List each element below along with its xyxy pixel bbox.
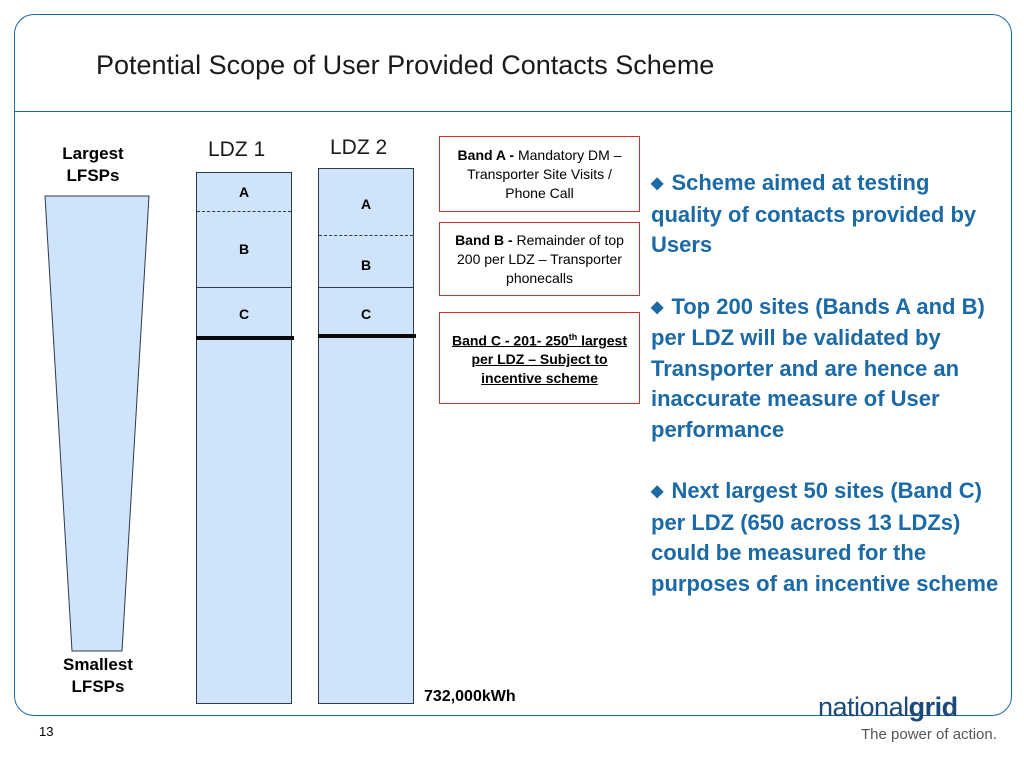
bullet-text: Scheme aimed at testing quality of conta…	[651, 170, 977, 257]
logo-light: national	[818, 692, 909, 722]
diamond-bullet-icon: ◆	[651, 483, 664, 500]
lfsp-funnel	[44, 195, 150, 652]
ldz2-column: A B C	[318, 168, 414, 704]
diamond-bullet-icon: ◆	[651, 298, 664, 316]
band-a-title: Band A -	[457, 146, 515, 163]
threshold-kwh-label: 732,000kWh	[424, 688, 516, 705]
band-b-text: Remainder of top 200 per LDZ – Transport…	[457, 231, 624, 286]
ldz1-band-b: B	[238, 241, 250, 257]
ldz2-divider-bc	[319, 287, 413, 288]
largest-lfsps-label: Largest LFSPs	[62, 144, 124, 185]
bullet-item: ◆ Scheme aimed at testing quality of con…	[651, 168, 1001, 261]
ldz1-band-c: C	[238, 306, 250, 322]
page-number: 13	[39, 724, 54, 739]
ldz2-band-c: C	[360, 306, 372, 322]
band-c-box: Band C - 201- 250th largest per LDZ – Su…	[439, 312, 640, 404]
bullet-text: Next largest 50 sites (Band C) per LDZ (…	[651, 478, 999, 596]
band-a-box: Band A - Mandatory DM – Transporter Site…	[439, 136, 640, 212]
title-divider	[14, 111, 1012, 112]
bullet-list: ◆ Scheme aimed at testing quality of con…	[651, 168, 1001, 630]
logo-tagline: The power of action.	[861, 726, 997, 743]
logo-bold: grid	[908, 692, 959, 722]
national-grid-logo: nationalgrid	[818, 692, 958, 723]
ldz2-band-a: A	[360, 196, 372, 212]
ldz1-column: A B C	[196, 172, 292, 704]
bullet-text: Top 200 sites (Bands A and B) per LDZ wi…	[651, 293, 985, 442]
band-c-title: Band C - 201- 250	[451, 332, 569, 349]
diamond-bullet-icon: ◆	[651, 175, 664, 192]
band-c-title-sup: th	[568, 331, 578, 342]
ldz2-divider-ab	[319, 235, 413, 236]
band-a-text: Mandatory DM – Transporter Site Visits /…	[467, 146, 622, 201]
slide-frame	[14, 14, 1012, 716]
bullet-item: ◆ Top 200 sites (Bands A and B) per LDZ …	[651, 292, 1001, 446]
ldz2-band-b: B	[360, 257, 372, 273]
ldz2-threshold-line	[318, 334, 416, 338]
ldz1-divider-bc	[197, 287, 291, 288]
slide-title: Potential Scope of User Provided Contact…	[96, 50, 715, 80]
bullet-item: ◆ Next largest 50 sites (Band C) per LDZ…	[651, 476, 1001, 599]
band-b-title: Band B -	[455, 231, 513, 248]
band-c-text: largest per LDZ – Subject to incentive s…	[471, 332, 628, 387]
smallest-lfsps-label: Smallest LFSPs	[63, 655, 133, 696]
ldz1-header: LDZ 1	[208, 138, 266, 161]
band-b-box: Band B - Remainder of top 200 per LDZ – …	[439, 222, 640, 296]
ldz1-band-a: A	[238, 184, 250, 200]
ldz1-divider-ab	[197, 211, 291, 212]
ldz1-threshold-line	[196, 336, 294, 340]
ldz2-header: LDZ 2	[330, 136, 388, 159]
